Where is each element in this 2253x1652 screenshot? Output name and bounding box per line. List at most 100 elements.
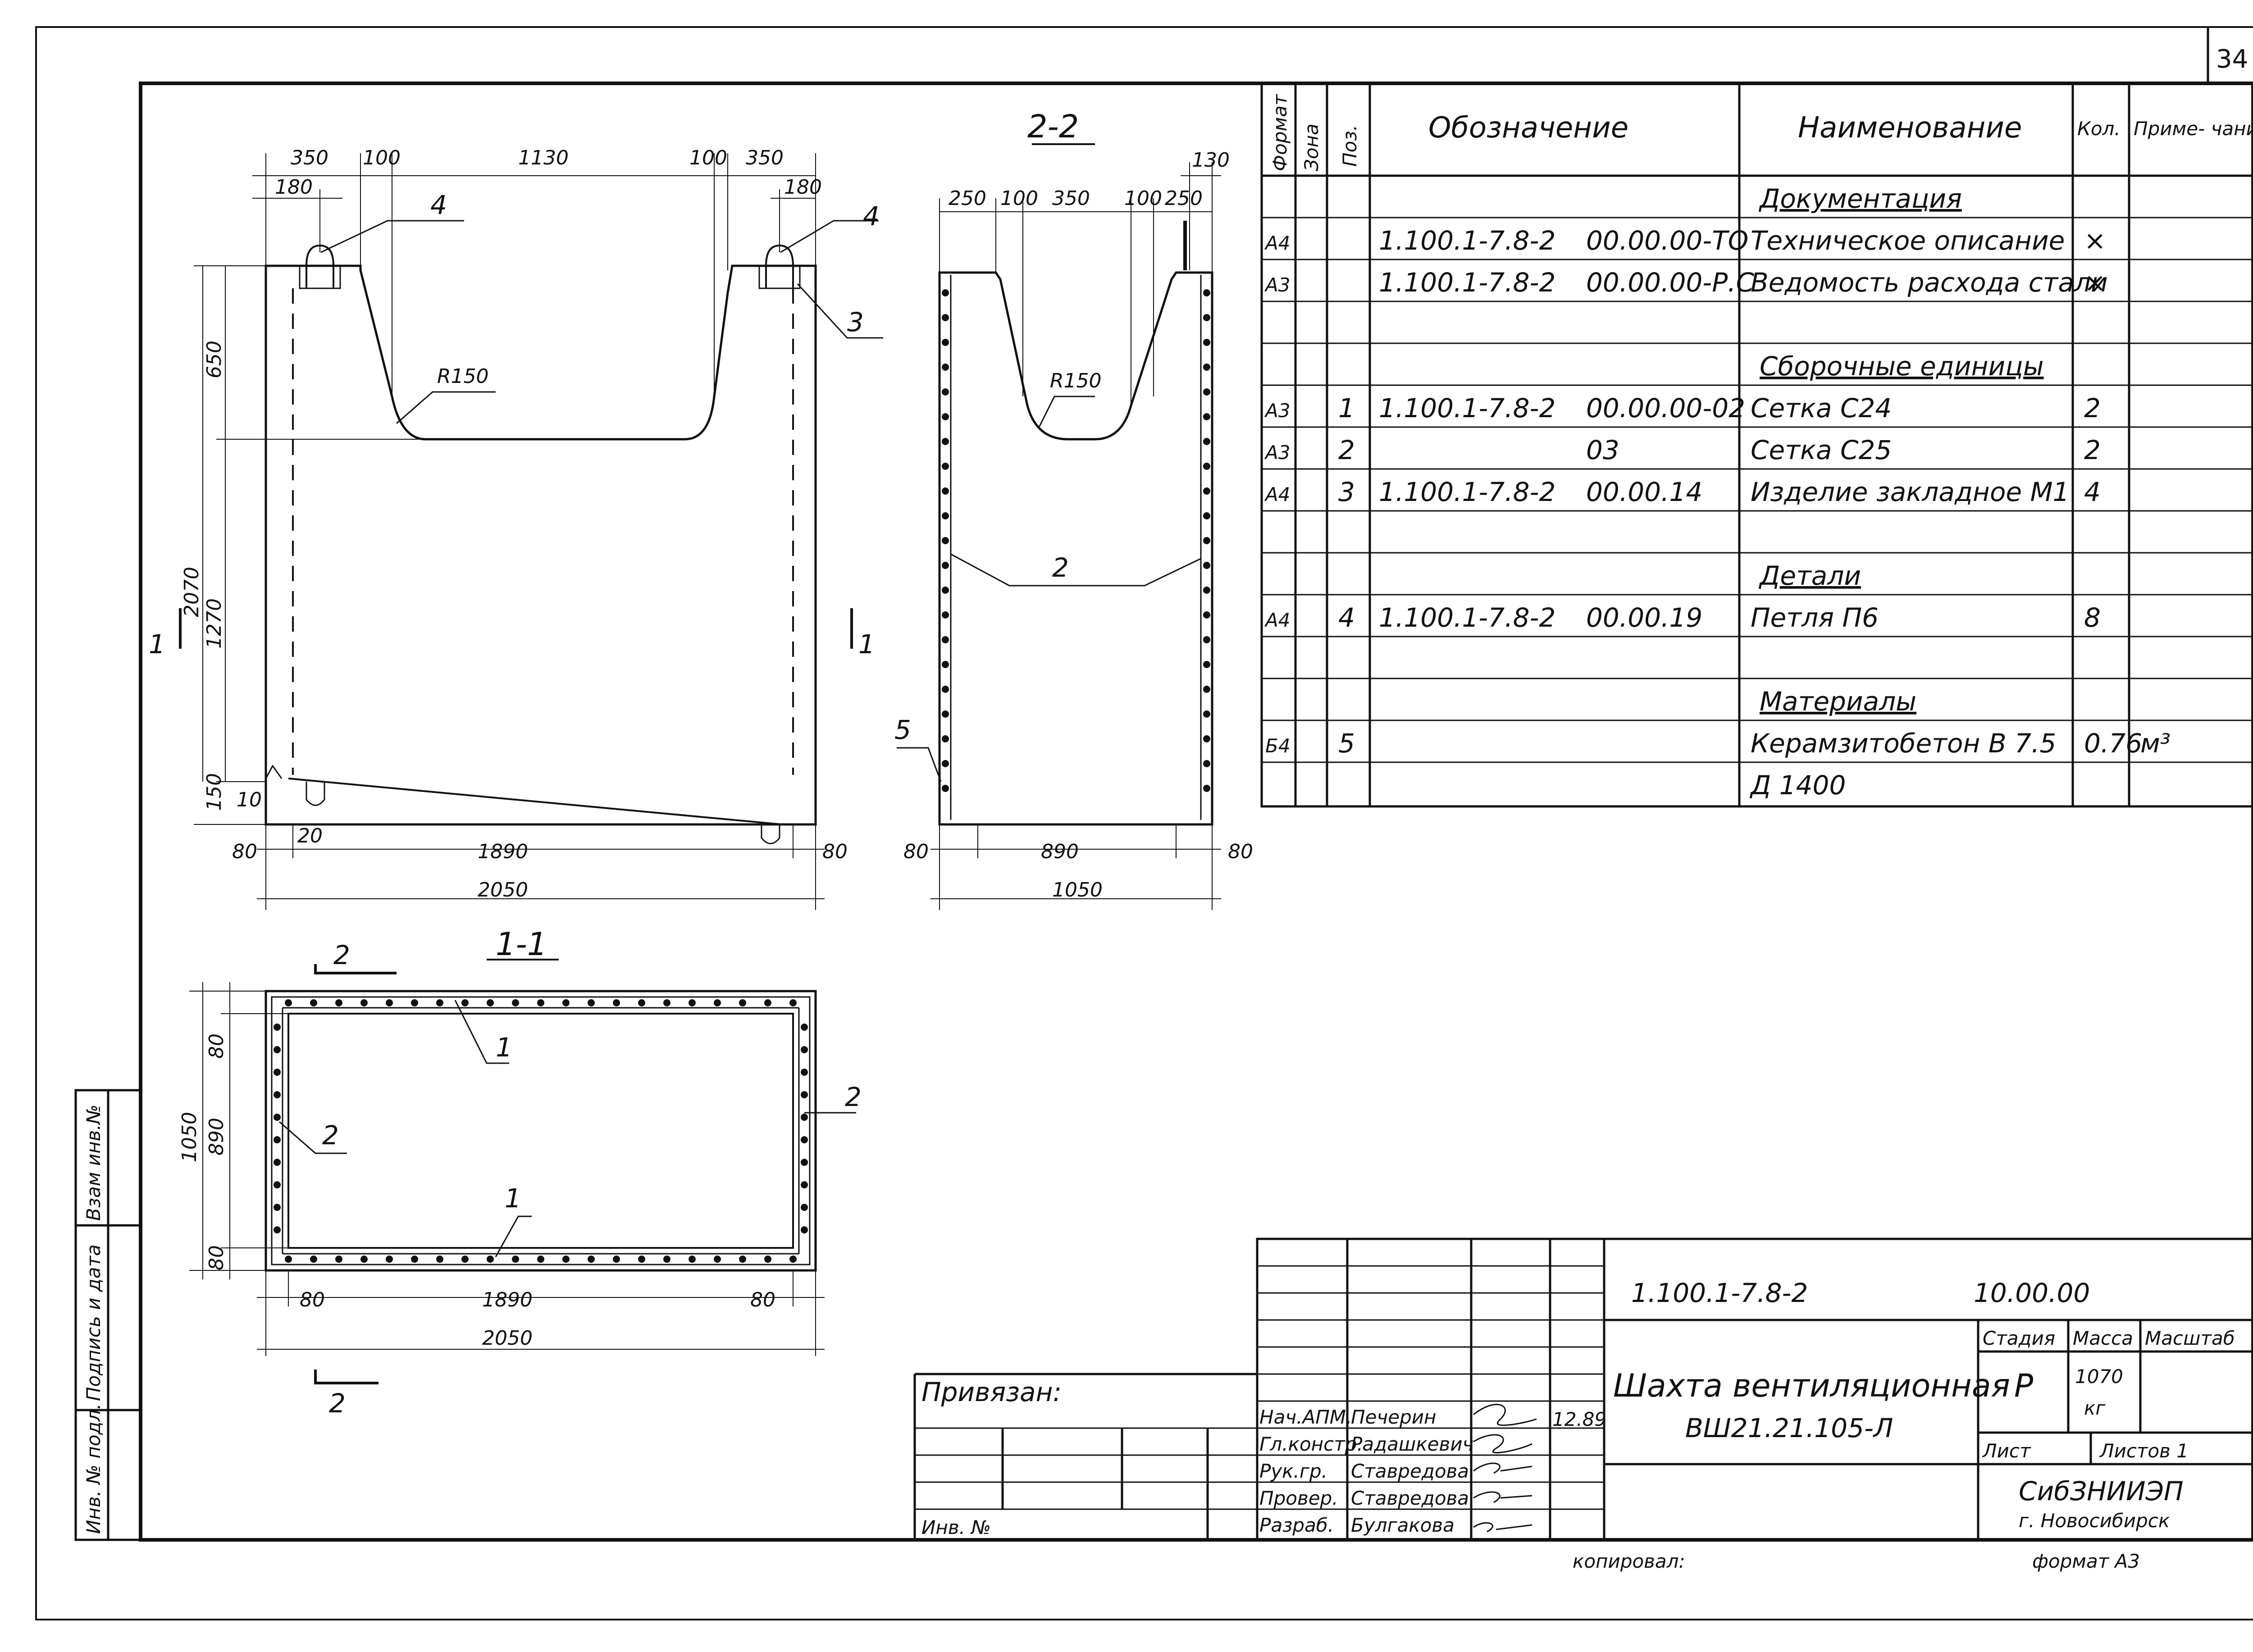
dim-1270: 1270 (203, 598, 226, 649)
rebar-dot (1203, 314, 1210, 321)
dim-350-22: 350 (1052, 187, 1090, 210)
rebar-dot (942, 487, 949, 495)
rebar-dot (1203, 512, 1210, 519)
dim-1050-22: 1050 (1052, 878, 1103, 901)
side-stamp-original-inv: Инв. № подл. (82, 1403, 105, 1534)
rebar-dot (562, 999, 570, 1006)
tb-stage: Р (2014, 1367, 2034, 1404)
rebar-dot (689, 1256, 696, 1263)
dim-130: 130 (1192, 149, 1230, 172)
rebar-dot (942, 636, 949, 643)
tb-org: СибЗНИИЭП (2019, 1476, 2184, 1506)
dim-250-left: 250 (949, 187, 986, 210)
role-row: Провер.Ставредова (1259, 1487, 1469, 1509)
callout-mesh-c24-bottom: 1 (505, 1183, 521, 1214)
spec-header: Формат Зона Поз. Обозначение Наименовани… (1269, 94, 2253, 171)
dim-100-left-22: 100 (1000, 187, 1038, 210)
cell-format: А4 (1264, 483, 1290, 505)
spec-row: Д 1400 (1749, 770, 1846, 801)
rebar-dot (764, 1256, 771, 1263)
rebar-dot (942, 785, 949, 792)
rebar-dot (942, 562, 949, 569)
callout-loop-left: 4 (430, 190, 447, 220)
signatures (1473, 1404, 1537, 1533)
hdr-designation: Обозначение (1428, 111, 1628, 145)
rebar-dot (1203, 364, 1210, 371)
section-2-2-labels: 2-2 130 250 100 350 100 250 R150 2 5 80 … (894, 108, 1253, 901)
tb-title: Шахта вентиляционная (1613, 1367, 2010, 1404)
rebar-dot (942, 760, 949, 767)
cell-pos: 2 (1338, 435, 1355, 465)
rebar-dot (942, 710, 949, 718)
dim-80-bottom-11: 80 (205, 1245, 228, 1270)
cell-format: А4 (1264, 232, 1290, 254)
tb-scale-label: Масштаб (2145, 1327, 2235, 1349)
hdr-note: Приме- чание (2134, 118, 2253, 140)
tb-city: г. Новосибирск (2019, 1510, 2170, 1532)
dim-1890: 1890 (478, 840, 528, 863)
dim-1050-11: 1050 (178, 1112, 201, 1162)
rebar-dot (638, 999, 645, 1006)
cut-mark-right: 1 (858, 629, 875, 660)
role-name: Булгакова (1351, 1514, 1455, 1536)
cell-qty: 8 (2084, 602, 2101, 633)
cell-format: А3 (1264, 274, 1290, 296)
cell-designation: 1.100.1-7.8-2 (1379, 393, 1555, 423)
cut-label-bottom: 2 (329, 1388, 346, 1419)
cell-pos: 3 (1338, 477, 1355, 507)
dim-100-left: 100 (363, 146, 401, 169)
rebar-dot (942, 611, 949, 619)
rebar-dot (739, 999, 746, 1006)
cell-designation: 1.100.1-7.8-2 (1379, 602, 1555, 633)
rebar-dot (285, 999, 292, 1006)
spec-row: Сборочные единицы (1760, 351, 2044, 382)
rebar-dot (942, 438, 949, 445)
dim-20: 20 (297, 824, 323, 847)
rebar-dot (942, 388, 949, 396)
spec-row: Детали (1758, 560, 1861, 591)
section-1-1-title: 1-1 (496, 926, 547, 963)
rebar-dot (801, 1204, 808, 1211)
cell-code: 00.00.00-ТО (1586, 225, 1748, 256)
hdr-qty: Кол. (2077, 118, 2121, 140)
rebar-dot (1203, 636, 1210, 643)
rebar-dot (274, 1159, 281, 1166)
rebar-dot (689, 999, 696, 1006)
tb-doc-code2: 10.00.00 (1974, 1278, 2090, 1308)
dim-80-left-11: 80 (300, 1288, 325, 1311)
role-name: Печерин (1351, 1406, 1437, 1428)
rebar-dot (942, 413, 949, 420)
cell-format: А4 (1264, 609, 1290, 631)
spec-row: Материалы (1760, 686, 1916, 717)
cell-name: Д 1400 (1749, 770, 1846, 801)
elevation-labels: 350 100 1130 100 350 180 180 650 2070 12… (149, 146, 880, 901)
rebar-dot (411, 999, 418, 1006)
rebar-dot (274, 1204, 281, 1211)
section-1-1-labels: 1-1 2 2 1 1 2 2 80 890 80 1050 80 1890 8… (178, 926, 862, 1419)
tb-bound: Привязан: (921, 1377, 1062, 1407)
section-heading: Детали (1758, 560, 1861, 591)
rebar-dot (512, 1256, 519, 1263)
cell-qty: 4 (2084, 477, 2101, 507)
rebar-dot (801, 1114, 808, 1121)
tb-mass: 1070 (2075, 1365, 2123, 1388)
cell-name: Техническое описание (1751, 225, 2065, 256)
role-row: Гл.констр.Радашкевич (1259, 1433, 1473, 1455)
section-2-2-title: 2-2 (1027, 108, 1079, 145)
side-stamp-signature-date: Подпись и дата (82, 1244, 105, 1401)
rebar-dot (942, 289, 949, 296)
dim-180-right: 180 (784, 176, 822, 199)
rebar-dot (1203, 289, 1210, 296)
rebar-dot (487, 1256, 494, 1263)
hdr-name: Наименование (1798, 111, 2022, 145)
role-row: Рук.гр.Ставредова (1259, 1460, 1469, 1482)
cell-name: Изделие закладное М1 (1751, 477, 2070, 507)
rebar-dot (1203, 339, 1210, 346)
tb-sheet-label: Лист (1982, 1440, 2031, 1462)
elevation-view (179, 153, 883, 910)
cell-qty: × (2084, 225, 2106, 256)
dim-650: 650 (203, 341, 226, 378)
rebar-dot (274, 1114, 281, 1121)
